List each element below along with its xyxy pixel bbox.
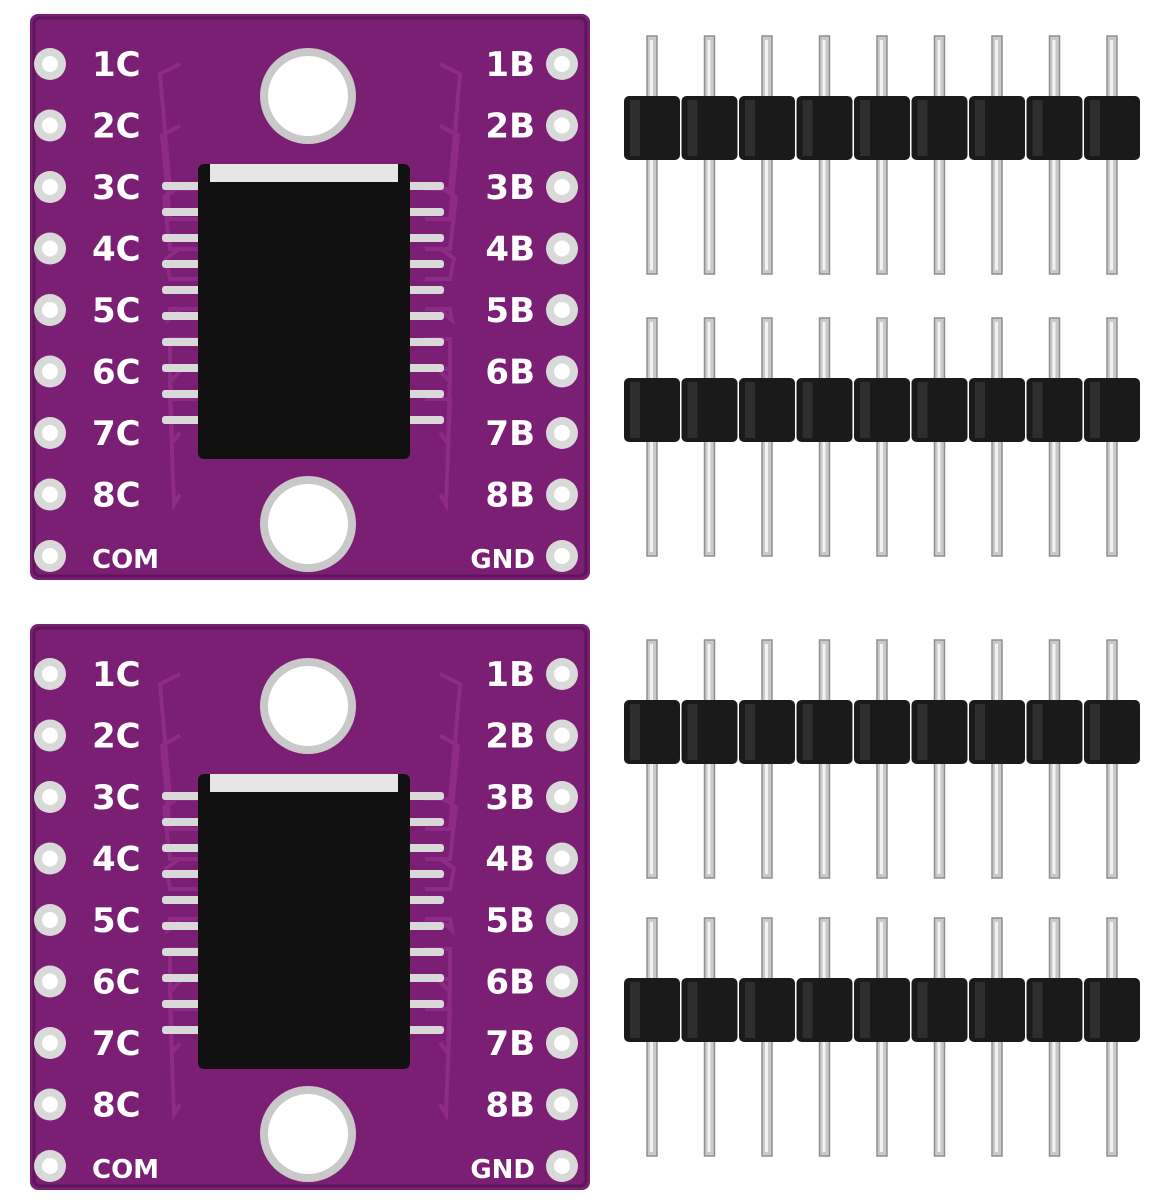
ic-chip <box>198 774 410 1069</box>
pcb-board: 1C 2C 3C 4C 5C 6C 7C 8C COM 1B 2B 3B 4B 5B 6B 7B 8B GND <box>30 14 590 580</box>
pin-label-left: 7C <box>92 414 141 454</box>
pin-header <box>624 639 1140 879</box>
pcb-boards: 1C2C3C4C5C6C7C8CCOM1B2B3B4B5B6B7B8BGND1C… <box>30 14 590 1190</box>
ic-chip <box>198 164 410 459</box>
pad-hole <box>554 56 570 72</box>
pin-label-right: 8B <box>485 476 535 516</box>
pin-label-left: 5C <box>92 291 141 331</box>
pad-hole <box>554 548 570 564</box>
pin-label-left: 1C <box>92 45 141 85</box>
pad-hole <box>554 973 570 990</box>
pin-label-left: COM <box>92 1155 159 1185</box>
pad-hole <box>554 486 570 503</box>
pad-hole <box>554 1035 570 1051</box>
pad-hole <box>554 1158 570 1174</box>
pin-label-left: 4C <box>92 840 141 880</box>
pad-hole <box>554 666 570 682</box>
mounting-hole <box>268 1094 348 1174</box>
pin-label-right: 3B <box>485 778 535 818</box>
pin-label-left: 8C <box>92 476 141 516</box>
pad-hole <box>554 425 570 441</box>
pad-hole <box>554 727 570 744</box>
pin-label-left: 3C <box>92 168 141 208</box>
pad-hole <box>42 363 58 380</box>
pcb-board: 1C 2C 3C 4C 5C 6C 7C 8C COM 1B 2B 3B 4B 5B 6B 7B 8B GND <box>30 624 590 1190</box>
pin-label-right: 4B <box>485 840 535 880</box>
pad-hole <box>554 912 570 928</box>
pin-header <box>624 917 1140 1157</box>
pin-label-left: 6C <box>92 963 141 1003</box>
pad-hole <box>42 302 58 318</box>
pin-label-right: 7B <box>485 414 535 454</box>
pin-label-left: COM <box>92 545 159 575</box>
pad-hole <box>42 240 58 257</box>
pin-label-right: 8B <box>485 1086 535 1126</box>
pad-hole <box>554 363 570 380</box>
pad-hole <box>42 117 58 134</box>
mounting-hole <box>268 56 348 136</box>
ic-chip-top-highlight <box>210 774 398 792</box>
pad-hole <box>42 727 58 744</box>
pin-label-right: 7B <box>485 1024 535 1064</box>
pad-hole <box>554 117 570 134</box>
pin-label-left: 5C <box>92 901 141 941</box>
pad-hole <box>554 179 570 195</box>
pin-label-left: 8C <box>92 1086 141 1126</box>
pin-label-right: 1B <box>485 45 535 85</box>
pin-label-left: 7C <box>92 1024 141 1064</box>
pad-hole <box>42 1158 58 1174</box>
pin-label-left: 1C <box>92 655 141 695</box>
pin-label-right: 4B <box>485 230 535 270</box>
pin-label-right: 3B <box>485 168 535 208</box>
pin-header <box>624 317 1140 557</box>
ic-chip-top-highlight <box>210 164 398 182</box>
pin-label-right: 6B <box>485 353 535 393</box>
pin-label-right: 6B <box>485 963 535 1003</box>
pad-hole <box>42 179 58 195</box>
pad-hole <box>42 850 58 867</box>
mounting-hole <box>268 484 348 564</box>
pin-label-left: 4C <box>92 230 141 270</box>
pad-hole <box>42 666 58 682</box>
pin-label-right: GND <box>470 1155 535 1185</box>
pad-hole <box>42 973 58 990</box>
pad-hole <box>42 486 58 503</box>
pcb-traces <box>157 62 463 512</box>
pin-label-right: 2B <box>485 107 535 147</box>
pad-hole <box>42 912 58 928</box>
pin-label-left: 3C <box>92 778 141 818</box>
pin-label-right: 5B <box>485 901 535 941</box>
pin-label-right: GND <box>470 545 535 575</box>
pcb-edge <box>32 16 588 578</box>
pin-label-left: 6C <box>92 353 141 393</box>
pad-hole <box>554 1096 570 1113</box>
pad-hole <box>42 56 58 72</box>
mounting-hole <box>268 666 348 746</box>
pad-hole <box>42 425 58 441</box>
pin-label-left: 2C <box>92 107 141 147</box>
pad-hole <box>42 1035 58 1051</box>
pin-header <box>624 35 1140 275</box>
pin-label-left: 2C <box>92 717 141 757</box>
pcb-edge <box>32 626 588 1188</box>
pin-label-right: 5B <box>485 291 535 331</box>
pad-hole <box>42 1096 58 1113</box>
ic-leads <box>162 792 444 1034</box>
pin-headers <box>624 35 1140 1157</box>
ic-leads <box>162 182 444 424</box>
pad-hole <box>554 302 570 318</box>
pin-label-right: 1B <box>485 655 535 695</box>
pad-hole <box>42 548 58 564</box>
pad-hole <box>554 240 570 257</box>
pin-label-right: 2B <box>485 717 535 757</box>
pad-hole <box>554 789 570 805</box>
pad-hole <box>554 850 570 867</box>
pad-hole <box>42 789 58 805</box>
